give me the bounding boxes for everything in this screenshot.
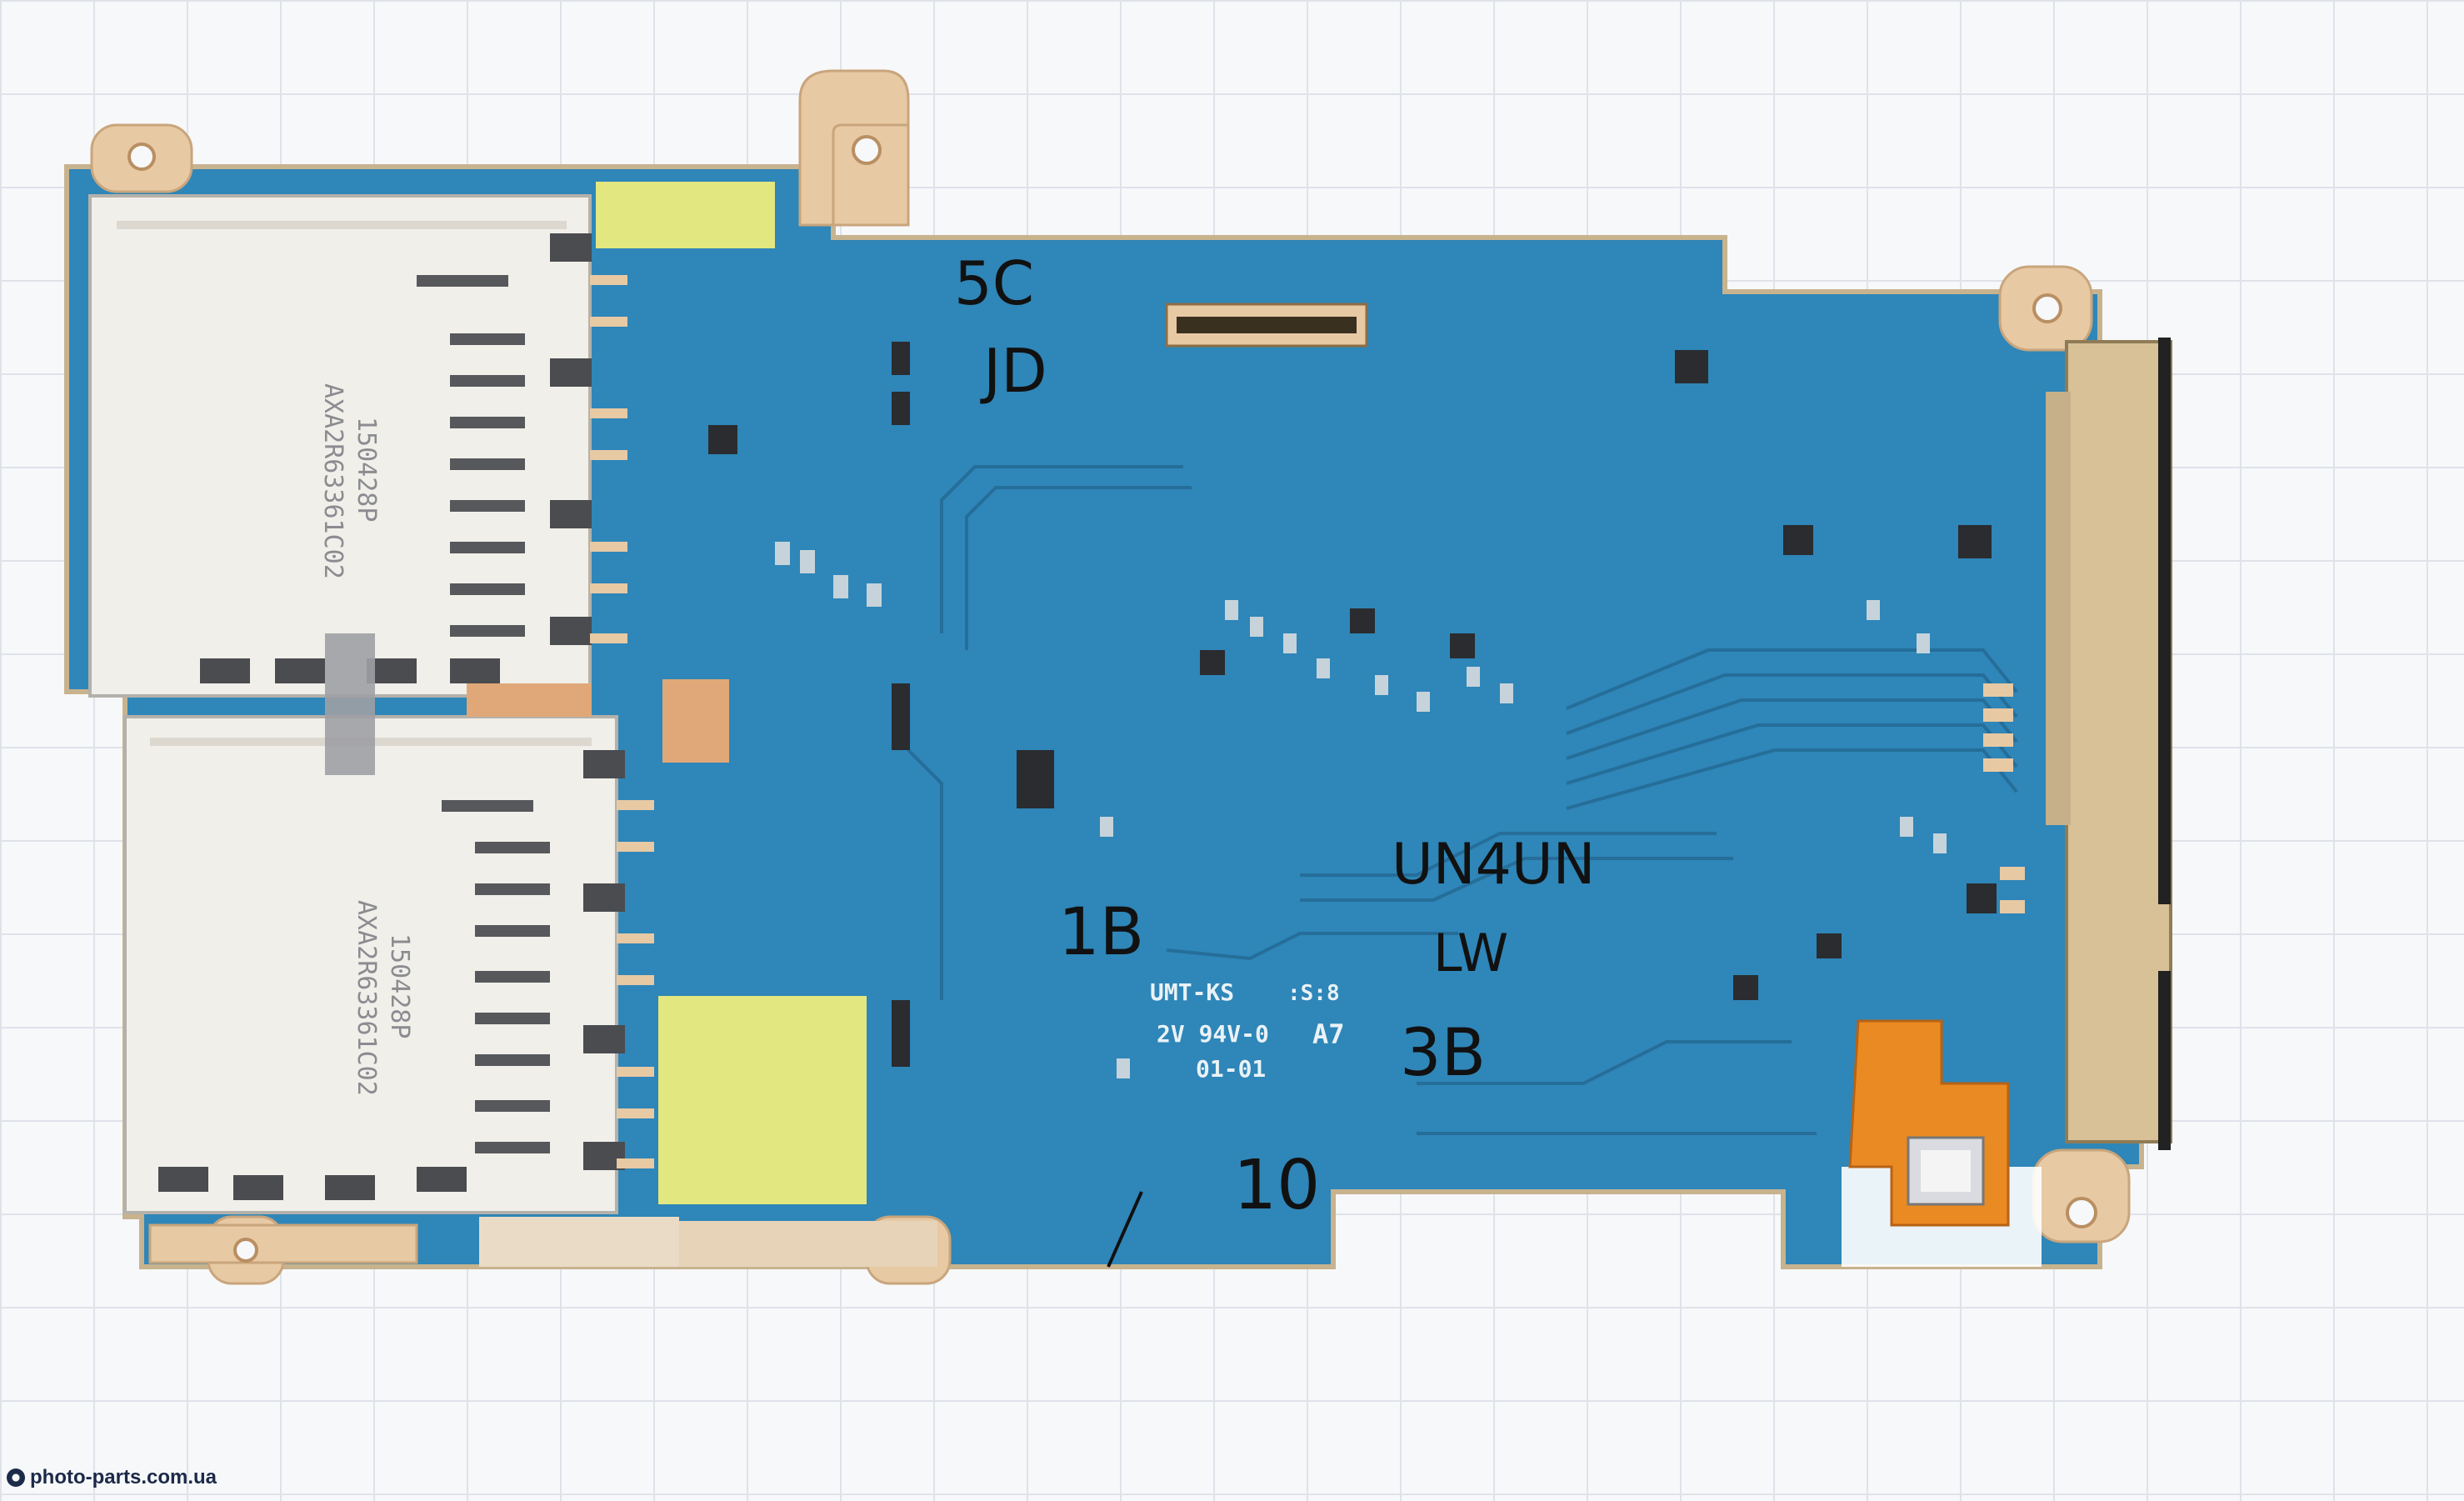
marker-1b: 1B: [1058, 895, 1144, 970]
edge-strip-gold-2: [679, 1221, 937, 1267]
slot-upper-code-a: 150428P: [352, 417, 381, 522]
marker-stroke: [1107, 1191, 1143, 1268]
marker-3b: 3B: [1400, 1016, 1486, 1091]
silkscreen-lot: 01-01: [1196, 1055, 1266, 1083]
sd-card-slot-upper: [88, 194, 627, 698]
silkscreen-model: UMT-KS: [1150, 978, 1234, 1006]
marker-un4un: UN4UN: [1392, 832, 1596, 898]
watermark-site: photo-parts.com.ua: [30, 1466, 217, 1488]
tape-yellow-top: [596, 182, 775, 248]
lcd-connector-right: [2046, 338, 2172, 1150]
marker-10: 10: [1233, 1146, 1320, 1225]
slot-lower-code-a: 150428P: [385, 933, 414, 1038]
aperture-icon: [7, 1468, 25, 1487]
fpc-connector-top: [1165, 303, 1368, 348]
pcb-traces: [907, 465, 2018, 1135]
sd-card-slot-lower: [123, 715, 654, 1214]
marker-jd: JD: [980, 336, 1047, 406]
edge-strip-gold: [479, 1217, 679, 1267]
flex-ribbon: [1842, 1019, 2042, 1267]
copper-pad-square: [662, 679, 729, 763]
slot-upper-code-b: AXA2R63361C02: [318, 383, 347, 579]
tape-grey: [325, 633, 375, 775]
marker-5c: 5C: [954, 248, 1034, 318]
gold-pads: [1983, 683, 2025, 913]
silkscreen-variant: A7: [1312, 1018, 1345, 1050]
smd-components: [708, 342, 1997, 1067]
copper-pad: [467, 683, 592, 717]
passive-components: [775, 542, 1947, 1078]
slot-lower-code-b: AXA2R63361C02: [352, 900, 381, 1096]
silkscreen-rating: 2V 94V-0: [1157, 1020, 1269, 1048]
tape-yellow-bottom: [658, 996, 867, 1204]
silkscreen-date: :S:8: [1287, 981, 1340, 1006]
marker-lw: LW: [1433, 923, 1508, 983]
watermark: photo-parts.com.ua: [7, 1466, 217, 1489]
